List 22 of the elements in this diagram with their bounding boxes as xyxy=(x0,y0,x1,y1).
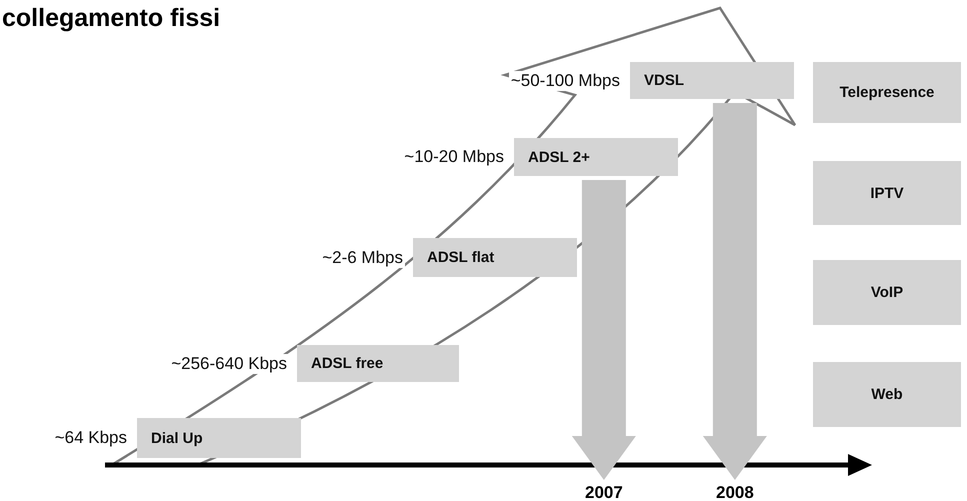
box-label: Dial Up xyxy=(151,430,203,446)
service-box xyxy=(813,62,961,123)
title: collegamento fissi xyxy=(2,4,220,33)
speed-label: ~2-6 Mbps xyxy=(320,248,405,268)
down-arrow xyxy=(702,103,767,480)
box-label: VDSL xyxy=(644,72,684,89)
speed-label: ~256-640 Kbps xyxy=(169,354,289,374)
box-label: IPTV xyxy=(870,184,904,202)
box-label: Telepresence xyxy=(840,84,934,101)
box-label: ADSL free xyxy=(311,355,384,372)
box-label: ADSL flat xyxy=(427,249,494,266)
service-box xyxy=(813,161,961,225)
box-label: ADSL 2+ xyxy=(528,148,590,166)
speed-label: ~50-100 Mbps xyxy=(508,70,622,90)
year-label: 2007 xyxy=(585,483,623,501)
speed-label: ~64 Kbps xyxy=(52,428,129,448)
box-label: VoIP xyxy=(870,284,904,301)
speed-label: ~10-20 Mbps xyxy=(402,147,506,167)
service-box xyxy=(813,362,961,427)
service-box xyxy=(813,260,961,325)
year-label: 2008 xyxy=(716,483,754,501)
box-label: Web xyxy=(871,386,903,403)
